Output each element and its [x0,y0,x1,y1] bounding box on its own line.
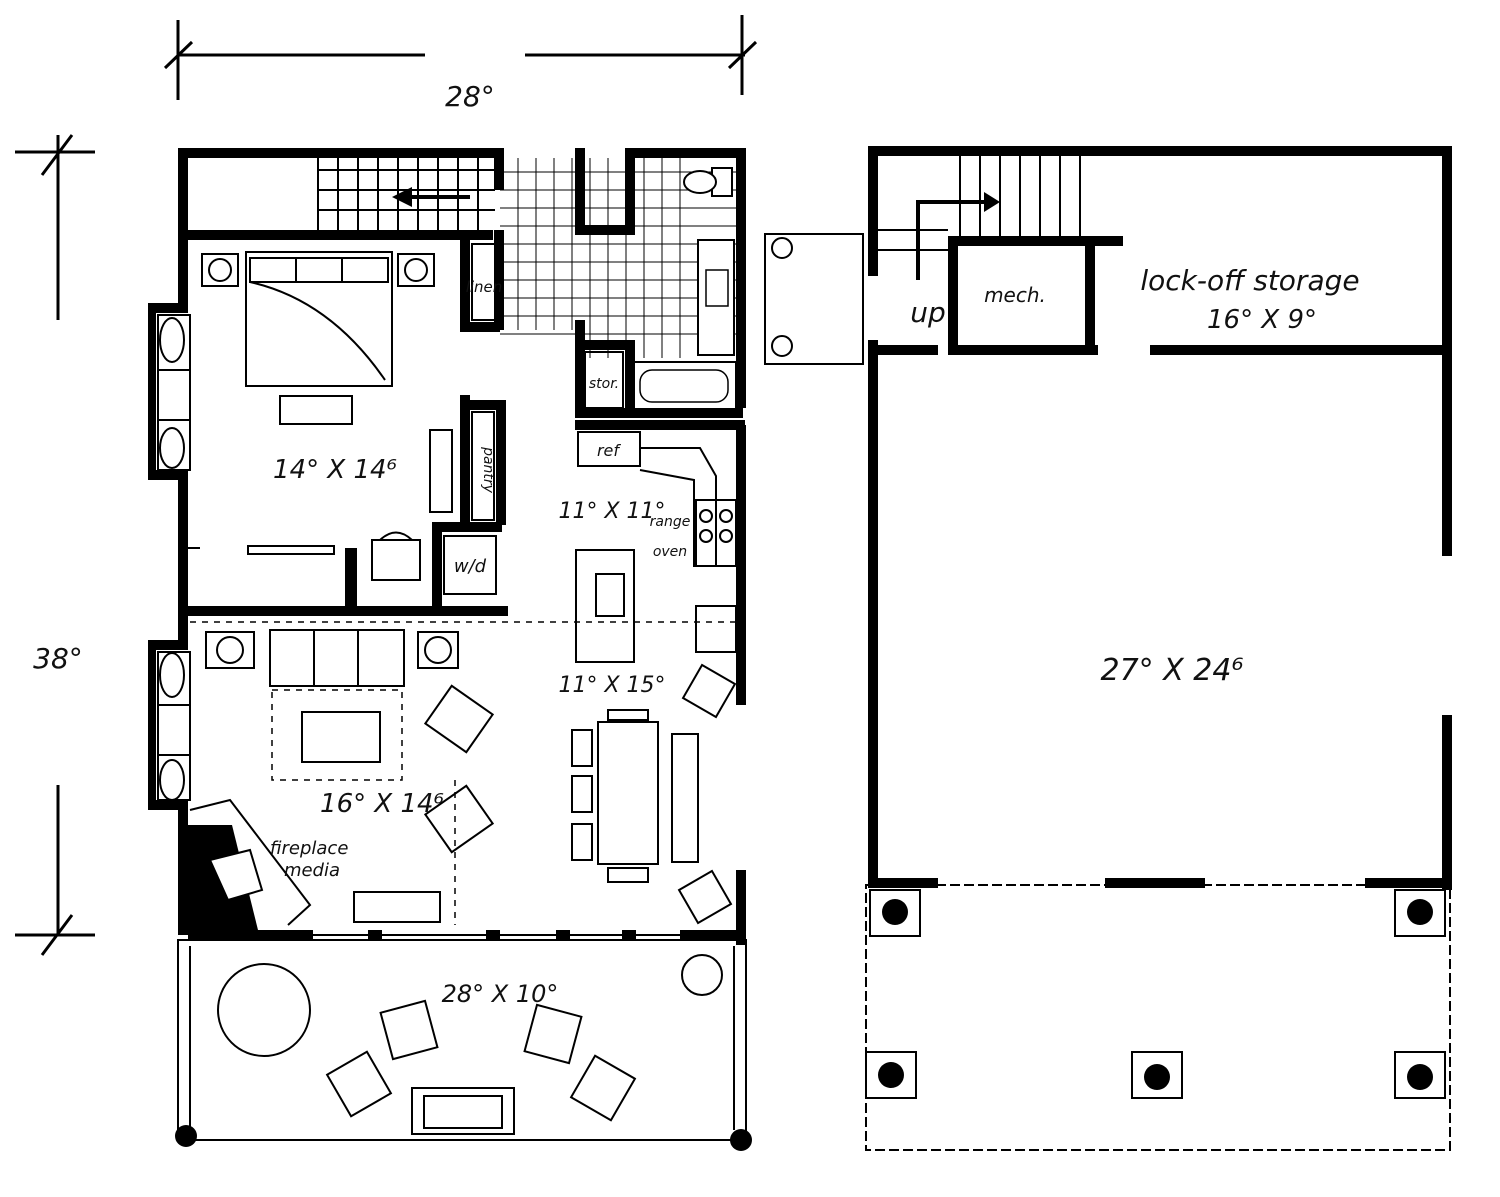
garage-walls [868,146,1452,890]
garage-stair [878,156,1081,280]
up-label: up [910,296,946,329]
linen-closet [460,240,500,332]
dining-size-label: 11° X 15° [558,673,665,698]
living-room [188,629,495,930]
bedroom-size-label: 14° X 14⁶ [273,455,397,485]
garage-pad [865,884,1451,1151]
fireplace-media-label: fireplace media [270,838,354,881]
media-label: media [284,860,340,881]
living-size-label: 16° X 14⁶ [320,789,444,819]
bedroom [178,251,508,616]
ac-units [764,233,864,365]
lock-off-storage-label: lock-off storage [1140,264,1359,297]
pantry-label: pantry [480,446,496,494]
depth-dimension-label: 38° [33,642,83,675]
bay-window-seat-living [157,651,191,801]
kitchen-size-label: 11° X 11° [558,499,665,524]
width-dimension-line [163,15,758,100]
depth-dimension-line [15,134,95,956]
linen-label: linen [466,278,503,296]
bathroom [494,148,743,418]
porch-size-label: 28° X 10° [442,980,559,1008]
dining-table [571,663,737,925]
mech-label: mech. [984,283,1046,307]
fireplace-label: fireplace [270,838,349,859]
kitchen [190,420,745,663]
main-level-exterior-walls [148,148,746,945]
front-wall [188,930,746,940]
bay-window-seat-bedroom [157,314,191,471]
pantry-shelf [471,411,495,521]
washer-dryer-box [443,535,497,595]
porch [175,939,752,1151]
washer-dryer-label: w/d [454,556,487,577]
garage-size-label: 27° X 24⁶ [1101,653,1244,688]
lock-off-storage-size: 16° X 9° [1207,305,1317,335]
storage-closet [575,340,635,415]
storage-label: stor. [589,376,619,392]
oven-label: oven [653,544,687,560]
refrigerator-label: ref [597,441,621,460]
width-dimension-label: 28° [445,80,495,113]
range-label: range [650,514,691,530]
main-stair [178,158,495,240]
